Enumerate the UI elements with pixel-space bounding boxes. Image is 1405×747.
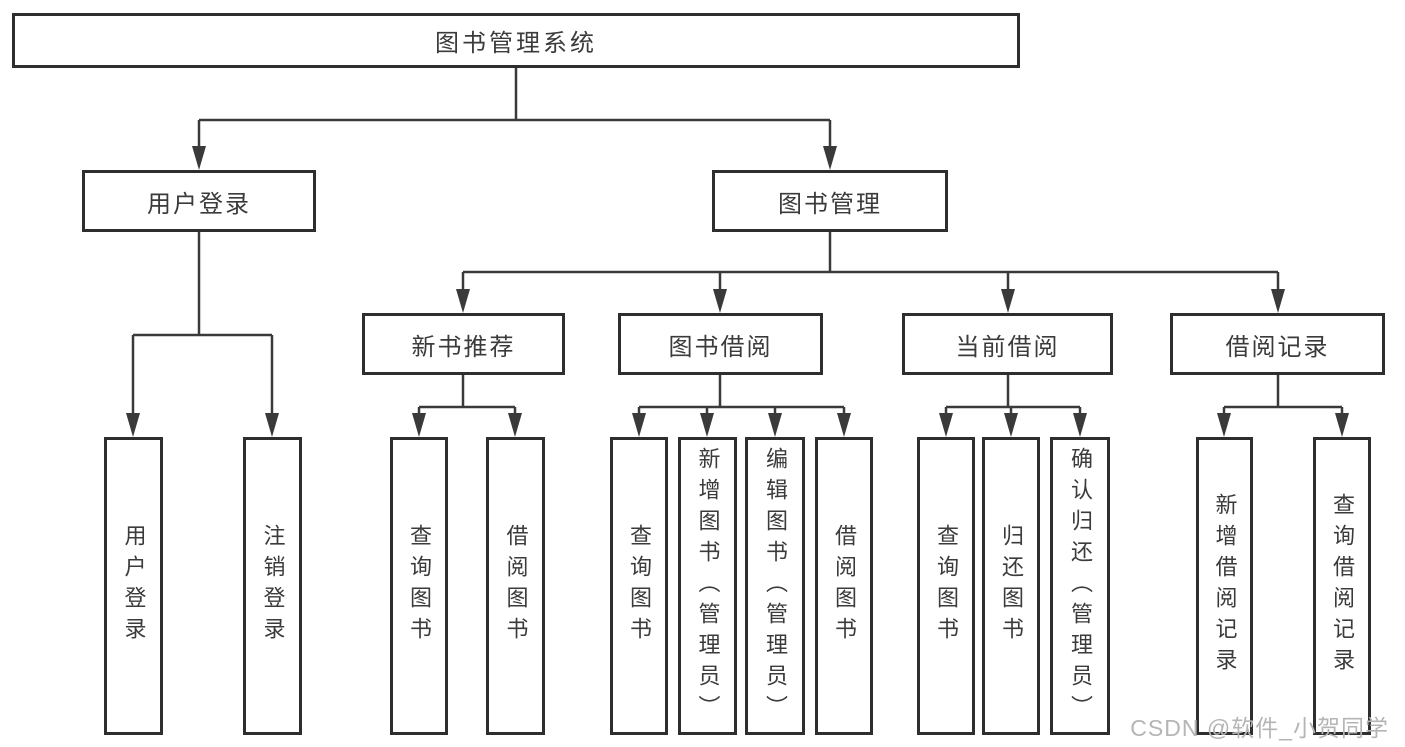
- node-label: 图书管理系统: [435, 30, 597, 57]
- node-label: 查询图书: [407, 524, 432, 648]
- node-query-books-current: 查询图书: [917, 437, 975, 735]
- node-label: 注销登录: [260, 524, 286, 648]
- node-logout-leaf: 注销登录: [243, 437, 302, 735]
- node-label: 用户登录: [147, 190, 251, 218]
- node-query-borrow-record: 查询借阅记录: [1313, 437, 1371, 735]
- node-label: 图书借阅: [668, 333, 773, 361]
- node-user-login-leaf: 用户登录: [104, 437, 163, 735]
- node-label: 查询借阅记录: [1330, 493, 1355, 679]
- node-edit-books-admin: 编辑图书（管理员）: [745, 437, 805, 735]
- node-current-borrow: 当前借阅: [902, 313, 1113, 375]
- node-user-login-module: 用户登录: [82, 170, 316, 232]
- node-new-book-recommend: 新书推荐: [362, 313, 565, 375]
- node-label: 查询图书: [934, 524, 959, 648]
- node-add-books-admin: 新增图书（管理员）: [678, 437, 737, 735]
- node-book-borrow: 图书借阅: [618, 313, 823, 375]
- node-label: 新增图书（管理员）: [695, 446, 721, 726]
- node-label: 编辑图书（管理员）: [763, 446, 788, 726]
- node-label: 归还图书: [999, 524, 1024, 648]
- node-return-books: 归还图书: [982, 437, 1040, 735]
- node-query-books-borrow: 查询图书: [610, 437, 668, 735]
- node-label: 图书管理: [778, 190, 882, 218]
- node-add-borrow-record: 新增借阅记录: [1196, 437, 1253, 735]
- node-borrow-books-recommend: 借阅图书: [486, 437, 545, 735]
- node-label: 确认归还（管理员）: [1068, 446, 1093, 726]
- node-label: 借阅图书: [503, 524, 529, 648]
- node-label: 新增借阅记录: [1212, 493, 1238, 679]
- node-label: 新书推荐: [411, 333, 516, 361]
- node-root-system: 图书管理系统: [12, 13, 1020, 68]
- node-label: 用户登录: [121, 524, 147, 648]
- node-book-management-module: 图书管理: [712, 170, 948, 232]
- node-label: 查询图书: [627, 524, 652, 648]
- node-label: 借阅记录: [1225, 333, 1330, 361]
- node-label: 借阅图书: [832, 524, 857, 648]
- node-query-books-recommend: 查询图书: [390, 437, 448, 735]
- node-label: 当前借阅: [955, 333, 1060, 361]
- node-confirm-return-admin: 确认归还（管理员）: [1050, 437, 1110, 735]
- watermark: CSDN @软件_小贺同学: [1130, 715, 1389, 741]
- node-borrow-books-leaf: 借阅图书: [815, 437, 873, 735]
- node-borrow-records: 借阅记录: [1170, 313, 1385, 375]
